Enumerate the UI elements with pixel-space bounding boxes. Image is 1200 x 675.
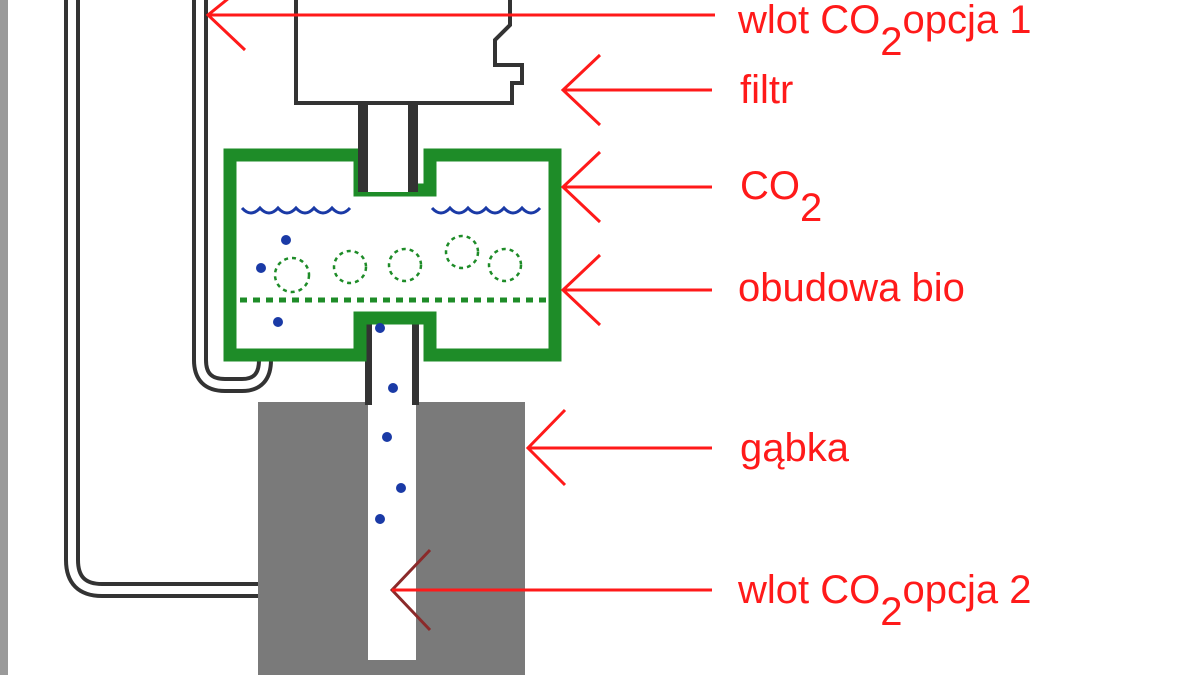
arrow-bio-housing <box>560 253 712 327</box>
arrow-sponge <box>525 408 712 487</box>
filter-body <box>294 0 524 105</box>
label-bio-housing: obudowa bio <box>738 266 965 310</box>
arrow-filter <box>560 53 712 127</box>
sponge-channel <box>368 402 416 660</box>
bio-media <box>273 234 523 294</box>
arrow-co2-inlet-1 <box>205 0 715 52</box>
label-co2-inlet-option-1: wlot CO2opcja 1 <box>738 0 1032 64</box>
co2-tube-option-1 <box>192 0 273 393</box>
co2-bubbles <box>256 235 406 524</box>
label-co2-inlet-option-2: wlot CO2opcja 2 <box>738 568 1032 634</box>
label-sponge: gąbka <box>740 426 849 470</box>
label-co2: CO2 <box>740 164 823 230</box>
arrow-co2 <box>560 150 712 224</box>
frame-left-border <box>0 0 8 675</box>
label-filter: filtr <box>740 68 794 112</box>
arrow-co2-inlet-2 <box>389 548 712 632</box>
water-surface-waves <box>240 205 542 215</box>
